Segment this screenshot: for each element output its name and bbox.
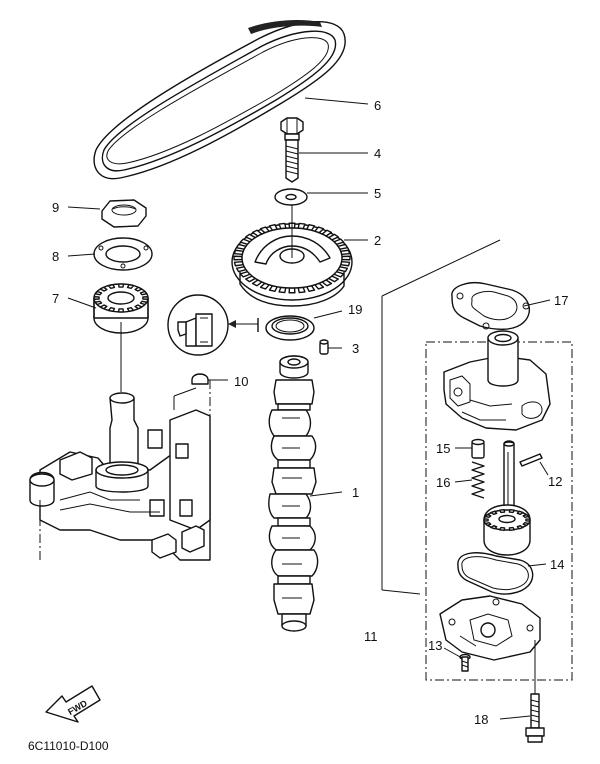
washer: [274, 188, 308, 206]
gear-tooth: [522, 522, 530, 527]
gear-tooth: [107, 307, 116, 313]
gear-tooth: [99, 286, 108, 292]
callout-8: 8: [52, 249, 59, 264]
gear-tooth: [508, 508, 516, 514]
gear-tooth: [508, 526, 516, 532]
leader-lines: [67, 97, 551, 720]
callout-6: 6: [374, 98, 381, 113]
drawing-code: 6C11010-D100: [28, 739, 109, 753]
pump-shaft: [503, 440, 515, 511]
gear-tooth: [498, 526, 506, 532]
gear-tooth: [107, 283, 116, 289]
callout-16: 16: [436, 475, 450, 490]
callout-19: 19: [348, 302, 362, 317]
callout-3: 3: [352, 341, 359, 356]
woodruff-key: [191, 373, 209, 385]
pump-cover: [439, 595, 541, 694]
gear-tooth: [134, 286, 143, 292]
oil-seal: [265, 315, 315, 341]
gear-tooth: [516, 525, 524, 530]
assembly-bracket: [381, 239, 501, 595]
gear-tooth: [516, 510, 524, 515]
gear-tooth: [522, 513, 530, 518]
crankshaft-pulley: [93, 283, 149, 392]
gear-tooth: [94, 300, 103, 306]
callout-4: 4: [374, 146, 381, 161]
callout-17: 17: [554, 293, 568, 308]
callout-11: 11: [364, 629, 378, 644]
nut: [101, 199, 147, 228]
o-ring-gasket: [457, 552, 534, 595]
detail-view: [167, 294, 259, 356]
dowel-pin: [319, 339, 329, 355]
gear-tooth: [525, 518, 531, 522]
relief-plunger: [471, 438, 485, 459]
gear-tooth: [94, 290, 103, 296]
camshaft: [268, 355, 319, 632]
gear-tooth: [93, 296, 100, 300]
callout-labels: 6 4 5 2 19 3 10 1 9 8 7 17 15 16 12 14 1…: [52, 98, 568, 727]
gear-tooth: [126, 307, 135, 313]
callout-13: 13: [428, 638, 442, 653]
gasket-17: [451, 282, 531, 330]
crankcase-assembly: [29, 380, 211, 561]
gear-tooth: [99, 304, 108, 310]
timing-belt: [93, 20, 346, 180]
gear-tooth: [233, 255, 243, 261]
pump-rotor: [483, 504, 531, 556]
gear-tooth: [126, 283, 135, 289]
pump-pin: [519, 453, 543, 467]
callout-2: 2: [374, 233, 381, 248]
gear-tooth: [139, 300, 148, 306]
mounting-bolt: [525, 693, 545, 743]
oil-pump-body: [443, 330, 551, 431]
callout-14: 14: [550, 557, 564, 572]
fwd-arrow-icon: FWD: [45, 685, 101, 723]
gear-tooth: [341, 255, 351, 261]
gear-tooth: [483, 518, 489, 522]
callout-9: 9: [52, 200, 59, 215]
plate-washer: [93, 237, 153, 271]
cover-screw: [459, 653, 471, 672]
gear-tooth: [142, 296, 149, 300]
gear-tooth: [498, 508, 506, 514]
callout-7: 7: [52, 291, 59, 306]
gear-tooth: [117, 283, 125, 288]
camshaft-bolt: [280, 117, 304, 183]
gear-tooth: [490, 510, 498, 515]
relief-spring: [471, 461, 485, 499]
gear-tooth: [117, 308, 125, 313]
gear-tooth: [490, 525, 498, 530]
callout-18: 18: [474, 712, 488, 727]
callout-15: 15: [436, 441, 450, 456]
callout-10: 10: [234, 374, 248, 389]
callout-5: 5: [374, 186, 381, 201]
camshaft-pulley: [231, 205, 353, 307]
gear-tooth: [484, 513, 492, 518]
callout-12: 12: [548, 474, 562, 489]
gear-tooth: [484, 522, 492, 527]
gear-tooth: [134, 304, 143, 310]
gear-tooth: [139, 290, 148, 296]
callout-1: 1: [352, 485, 359, 500]
